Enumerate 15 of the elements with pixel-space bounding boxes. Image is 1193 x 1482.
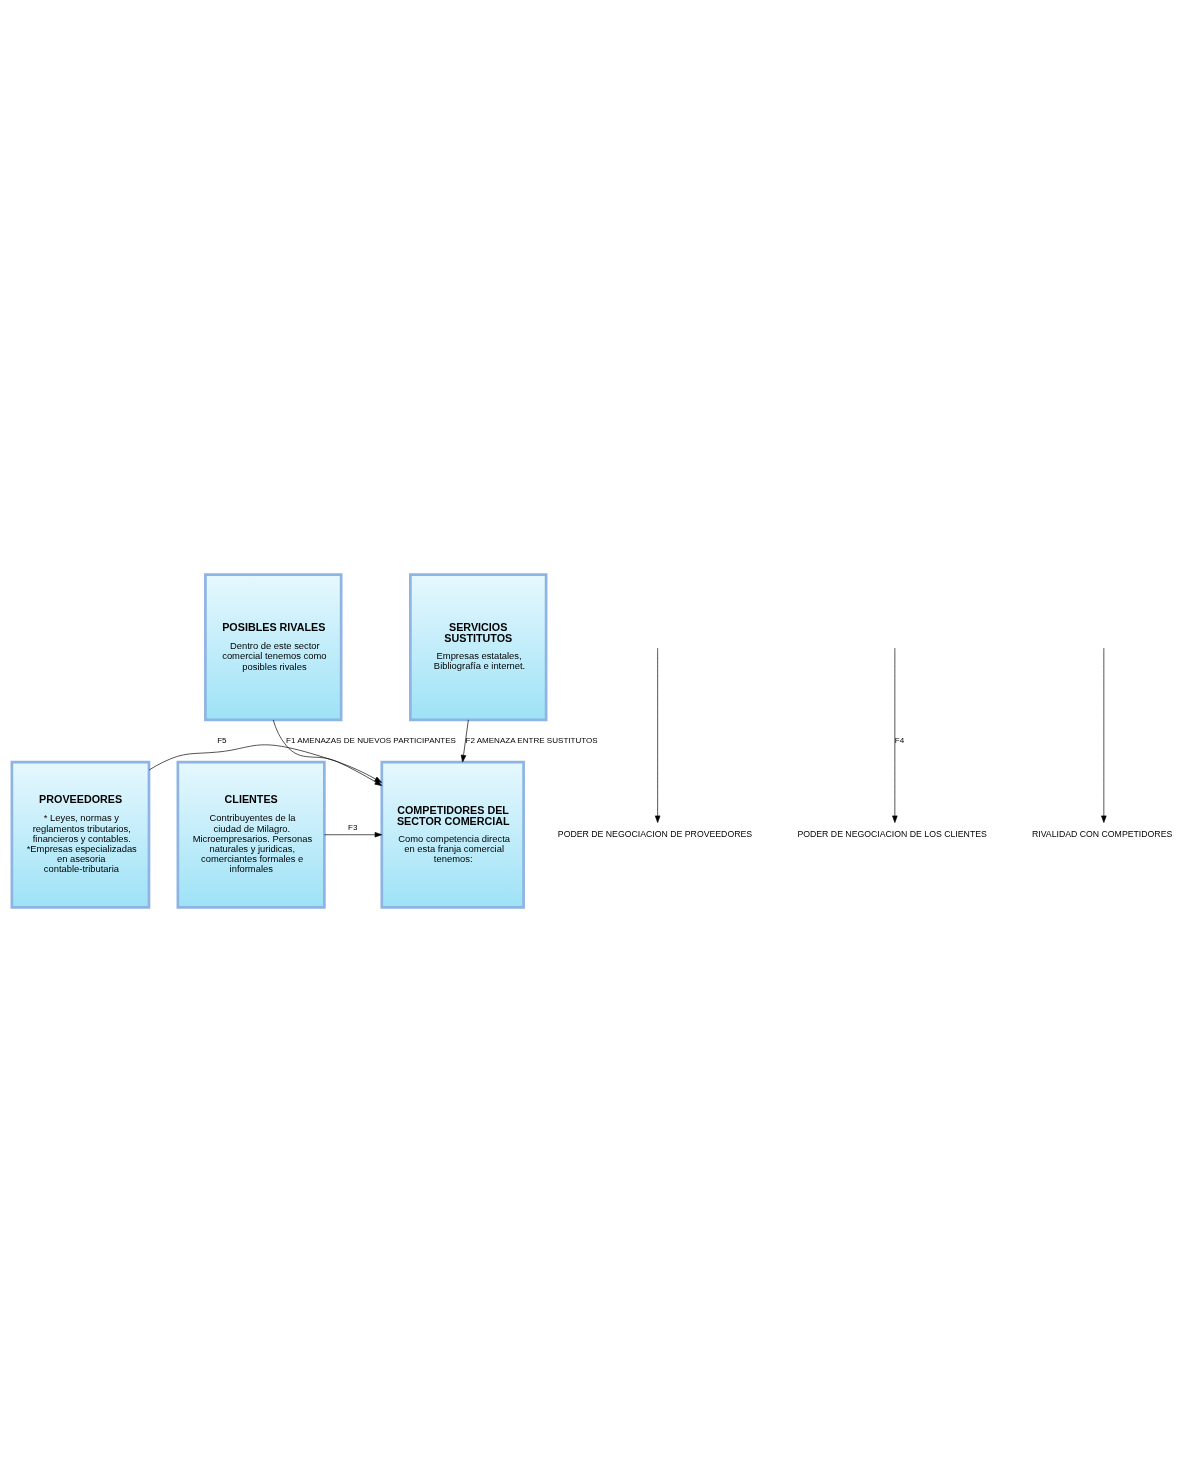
node-box: COMPETIDORES DEL SECTOR COMERCIAL Como competencia directa en esta franja comercial tenemos: (380, 760, 525, 909)
node-box: SERVICIOS SUSTITUTOS Empresas estatales, Bibliografía e internet. (409, 573, 548, 722)
arrow (272, 719, 383, 786)
node-box: CLIENTES Contribuyentes de la ciudad de Milagro. Microempresarios. Personas naturales y juridicas, comerciantes formales e informales (176, 760, 326, 909)
node-text: PODER DE NEGOCIACION DE LOS CLIENTES (797, 829, 987, 840)
node-box: POSIBLES RIVALES Dentro de este sector comercial tenemos como posibles rivales (204, 573, 343, 722)
node-text: PODER DE NEGOCIACION DE PROVEEDORES (557, 829, 753, 840)
arrow (1101, 647, 1107, 823)
node-text: RIVALIDAD CON COMPETIDORES (1031, 829, 1173, 840)
arrow (460, 719, 469, 763)
arrow (148, 744, 382, 783)
arrow (892, 647, 898, 823)
arrow (324, 832, 383, 838)
node-box: PROVEEDORES * Leyes, normas y reglamentos tributarios, financieros y contables. *Empresas especializadas en asesoria contable-tributaria (10, 760, 151, 909)
arrow (654, 647, 661, 823)
